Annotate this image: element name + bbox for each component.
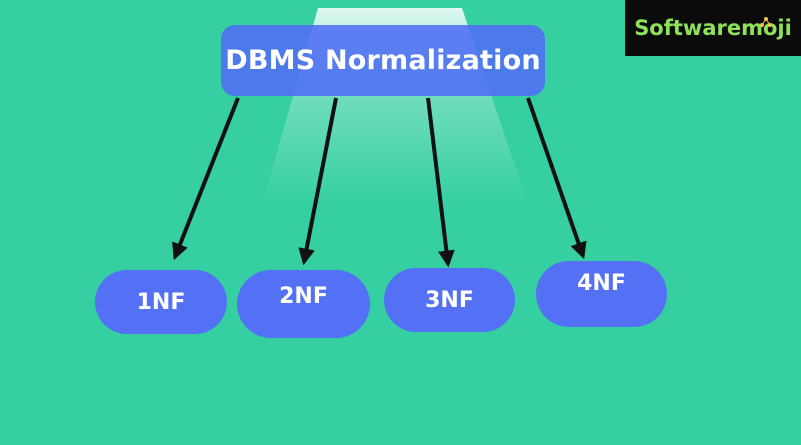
logo-dots-icon [760, 17, 772, 27]
node-2nf-label: 2NF [279, 284, 328, 309]
brand-logo: Softwaremoji [625, 0, 801, 56]
root-node-label: DBMS Normalization [225, 45, 541, 76]
arrow-to-4nf [526, 97, 587, 260]
node-1nf: 1NF [95, 270, 227, 334]
node-2nf: 2NF [237, 270, 370, 338]
node-1nf-label: 1NF [136, 289, 186, 315]
arrow-to-1nf [172, 97, 240, 261]
node-4nf: 4NF [536, 261, 667, 327]
node-4nf-label: 4NF [577, 271, 626, 296]
node-3nf-label: 3NF [425, 287, 474, 313]
arrow-to-2nf [298, 97, 338, 266]
node-3nf: 3NF [384, 268, 515, 332]
root-node: DBMS Normalization [221, 25, 545, 96]
arrow-to-3nf [426, 97, 455, 268]
